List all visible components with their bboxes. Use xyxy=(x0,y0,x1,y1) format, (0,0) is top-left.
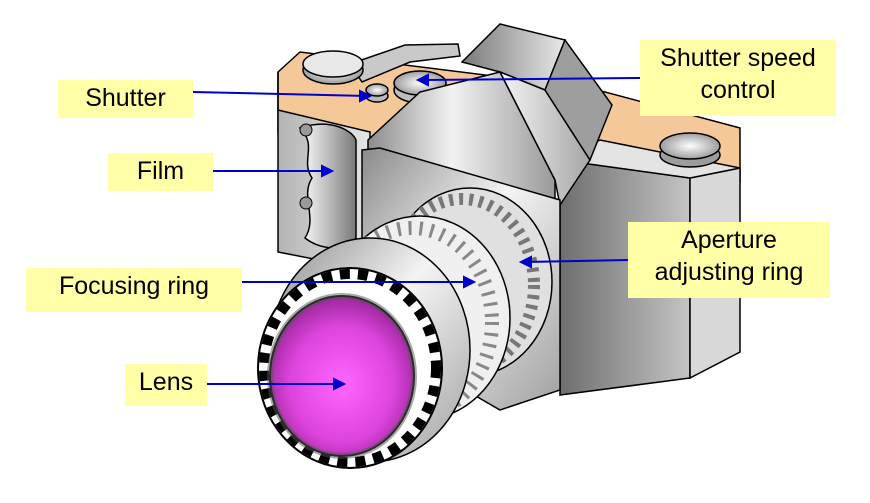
label-aperture-adjusting-ring: Aperture adjusting ring xyxy=(628,222,830,298)
pointer-aperture xyxy=(524,259,629,263)
label-focusing-ring: Focusing ring xyxy=(26,268,242,312)
pointer-shutter-speed xyxy=(421,77,641,81)
advance-lever xyxy=(348,43,461,83)
label-lens: Lens xyxy=(125,364,207,406)
label-shutter: Shutter xyxy=(58,80,193,118)
label-film: Film xyxy=(108,153,213,191)
film-cutout xyxy=(298,123,357,249)
pointer-shutter xyxy=(192,91,369,97)
prism-front xyxy=(498,70,591,207)
label-shutter-speed-control: Shutter speed control xyxy=(640,40,836,116)
